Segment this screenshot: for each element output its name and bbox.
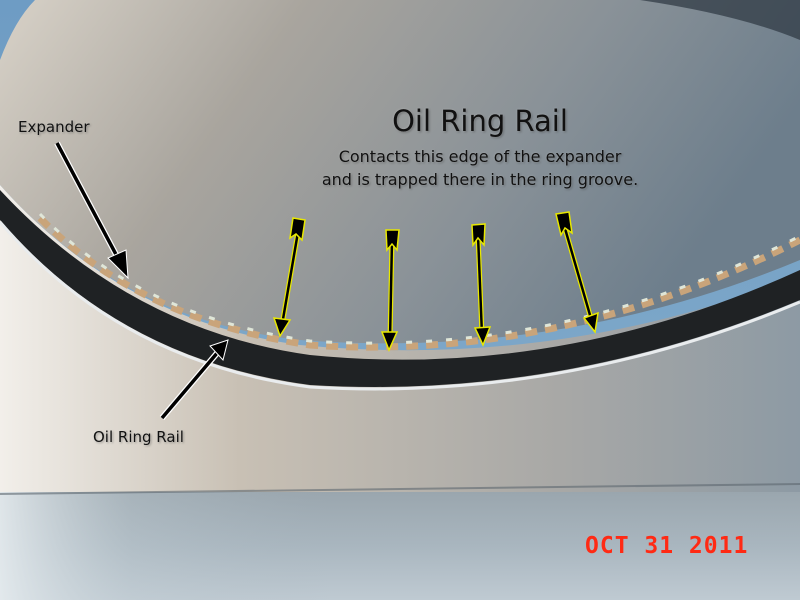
description-line-2: and is trapped there in the ring groove. xyxy=(321,170,639,189)
yellow-arrow-4 xyxy=(555,211,599,334)
yellow-arrow-3 xyxy=(471,223,492,347)
title-oil-ring-rail: Oil Ring Rail xyxy=(392,104,568,138)
yellow-arrow-1 xyxy=(272,217,306,338)
expander-segments xyxy=(37,212,800,351)
description-line-1: Contacts this edge of the expander xyxy=(338,147,622,166)
rail-arrow xyxy=(159,339,229,420)
yellow-arrows xyxy=(272,211,599,352)
oil-ring-rail-label: Oil Ring Rail xyxy=(93,428,184,446)
date-stamp: OCT 31 2011 xyxy=(585,533,749,559)
expander-label: Expander xyxy=(18,118,90,136)
expander-arrow xyxy=(54,141,129,280)
yellow-arrow-2 xyxy=(380,229,400,352)
